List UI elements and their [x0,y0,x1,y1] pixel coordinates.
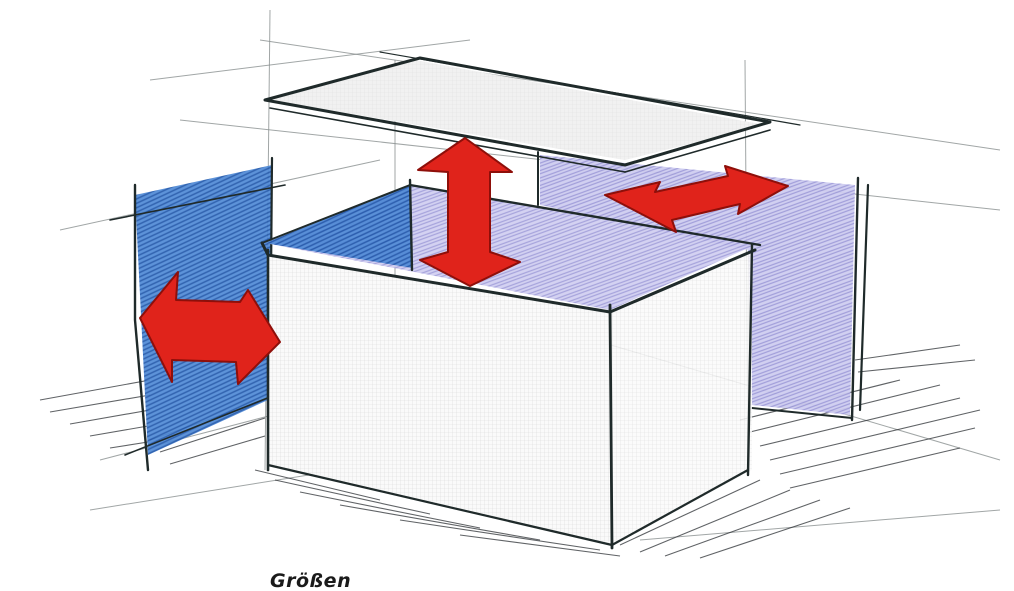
lid-panel [265,52,800,172]
caption-text: Größen [270,572,351,591]
